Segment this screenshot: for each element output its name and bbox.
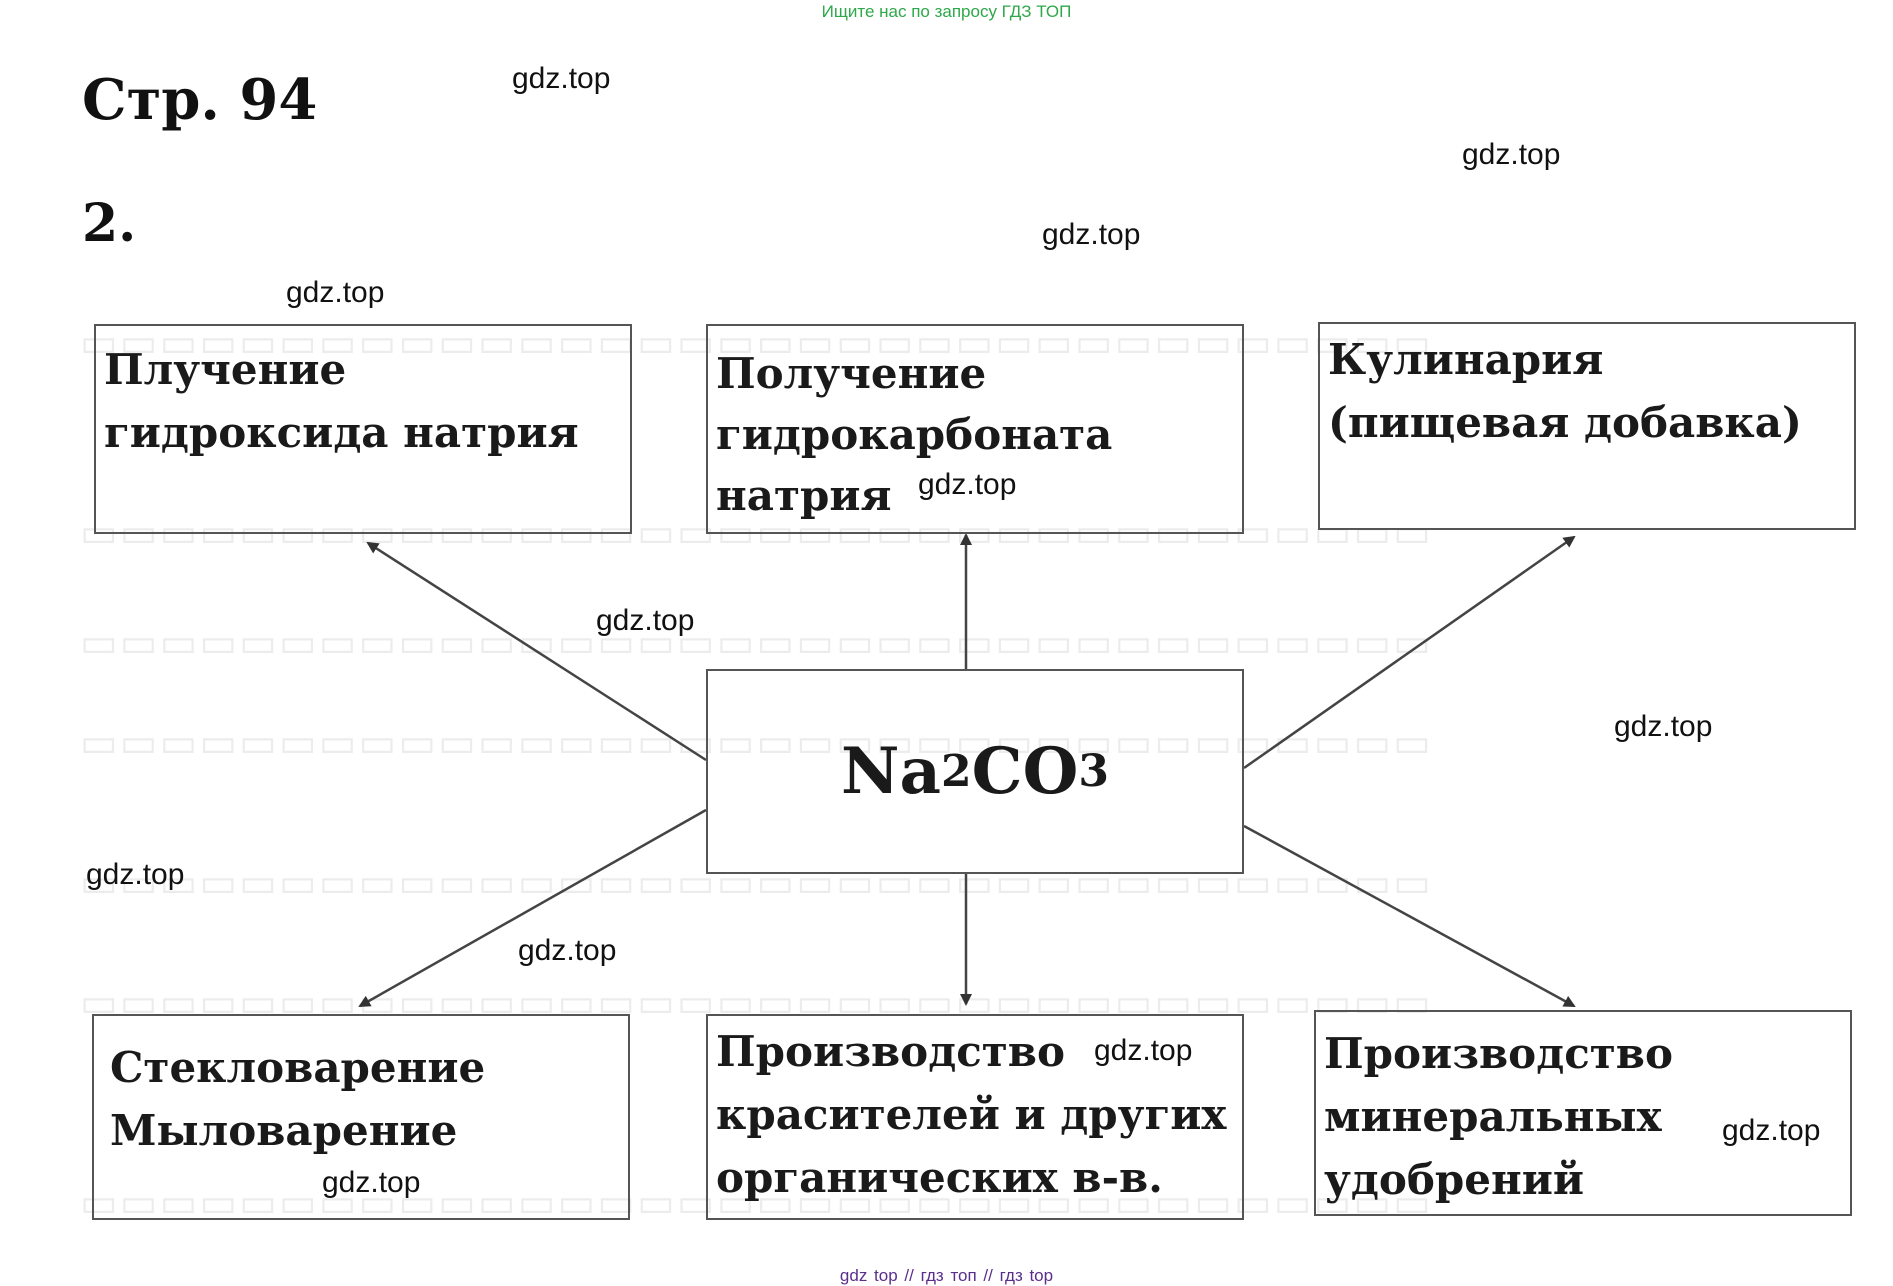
box-line: натрия bbox=[716, 470, 892, 520]
arrow-to-top-left bbox=[366, 541, 707, 762]
watermark: gdz.top bbox=[918, 468, 1017, 501]
box-line: Кулинария bbox=[1328, 335, 1604, 384]
box-glass-soap: Стекловарение Мыловарение bbox=[92, 1014, 630, 1220]
watermark: gdz.top bbox=[512, 62, 611, 95]
box-cooking: Кулинария (пищевая добавка) bbox=[1318, 322, 1856, 530]
watermark: gdz.top bbox=[322, 1166, 421, 1199]
box-line: Производство bbox=[716, 1027, 1065, 1076]
task-number: 2. bbox=[82, 193, 137, 254]
box-sodium-bicarbonate: Получение гидрокарбоната натрия bbox=[706, 324, 1244, 534]
box-line: минеральных bbox=[1324, 1092, 1662, 1141]
watermark: gdz.top bbox=[596, 604, 695, 637]
box-line: органических в-в. bbox=[716, 1153, 1163, 1202]
box-fertilizers-production: Производство минеральных удобрений bbox=[1314, 1010, 1852, 1216]
watermark: gdz.top bbox=[86, 858, 185, 891]
box-line: удобрений bbox=[1324, 1155, 1585, 1204]
search-hint-link[interactable]: Ищите нас по запросу ГДЗ ТОП bbox=[821, 2, 1072, 21]
watermark: gdz.top bbox=[1614, 710, 1713, 743]
watermark: gdz.top bbox=[1462, 138, 1561, 171]
box-line: Плучение bbox=[104, 345, 347, 394]
box-line: Стекловарение bbox=[110, 1043, 486, 1092]
formula-subscript: 3 bbox=[1078, 746, 1109, 797]
arrow-to-top-right bbox=[1243, 535, 1576, 770]
watermark: gdz.top bbox=[518, 934, 617, 967]
box-line: красителей и других bbox=[716, 1090, 1227, 1139]
box-sodium-hydroxide: Плучение гидроксида натрия bbox=[94, 324, 632, 534]
watermark: gdz.top bbox=[1042, 218, 1141, 251]
formula-co: CO bbox=[971, 734, 1079, 809]
watermark: gdz.top bbox=[1094, 1034, 1193, 1067]
box-line: Получение bbox=[716, 349, 987, 398]
box-line: Производство bbox=[1324, 1029, 1673, 1078]
box-line: гидрокарбоната bbox=[716, 409, 1113, 459]
footer-links[interactable]: gdz top // гдз топ // гдз top bbox=[839, 1266, 1054, 1285]
watermark: gdz.top bbox=[1722, 1114, 1821, 1147]
box-dyes-production: Производство красителей и других органич… bbox=[706, 1014, 1244, 1220]
box-line: Мыловарение bbox=[110, 1106, 458, 1155]
box-line: гидроксида натрия bbox=[104, 408, 579, 457]
box-line: (пищевая добавка) bbox=[1328, 398, 1802, 447]
page-title: Стр. 94 bbox=[82, 67, 318, 133]
arrow-to-bottom-left bbox=[358, 808, 707, 1008]
arrow-to-bottom-right bbox=[1243, 824, 1576, 1008]
formula-subscript: 2 bbox=[941, 746, 972, 797]
watermark: gdz.top bbox=[286, 276, 385, 309]
formula-na: Na bbox=[841, 734, 942, 809]
